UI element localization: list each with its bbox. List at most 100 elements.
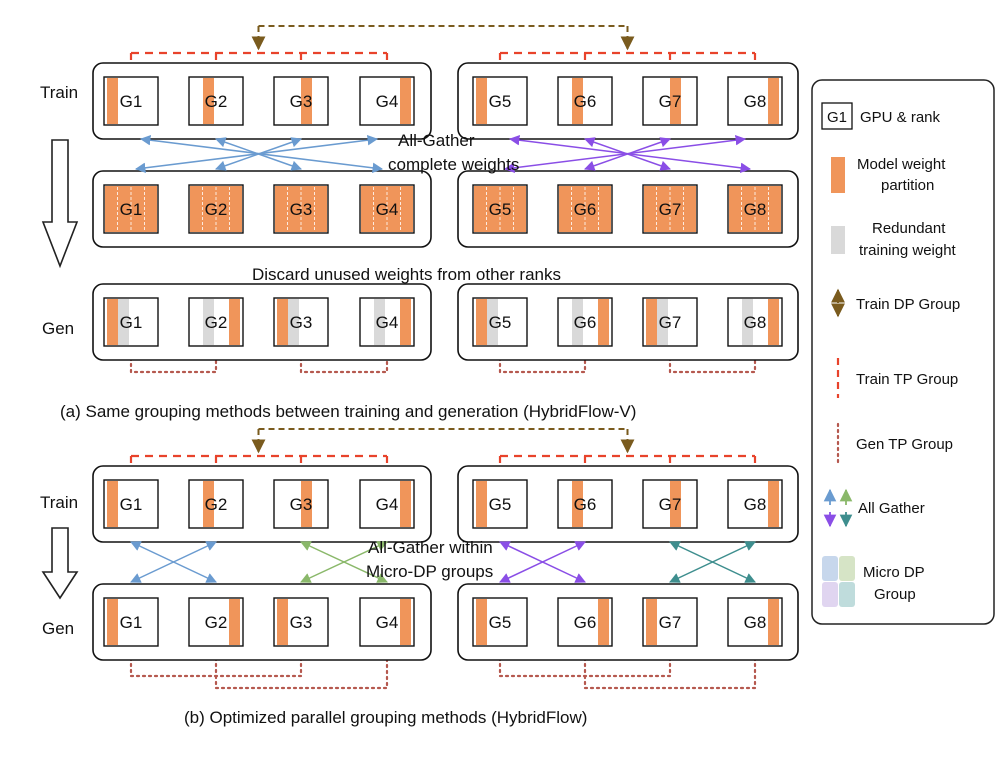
train-b-right-container xyxy=(457,465,799,543)
gpu-label-fullA-G7: G7 xyxy=(659,200,682,219)
gpu-box-fullA-G6: G6 xyxy=(557,184,613,234)
train-dp-group-b xyxy=(251,428,635,454)
legend-frame xyxy=(811,79,995,625)
gpu-label-genA-G1: G1 xyxy=(120,313,143,332)
gpu-label-trainB-G6: G6 xyxy=(574,495,597,514)
gpu-label-trainB-G2: G2 xyxy=(205,495,228,514)
discard-label: Discard unused weights from other ranks xyxy=(252,265,561,284)
gen-tp-group-b-4 xyxy=(583,656,757,690)
legend-micro-dp-swatches xyxy=(822,556,855,607)
gpu-label-fullA-G2: G2 xyxy=(205,200,228,219)
legend-model-weight-2: partition xyxy=(881,177,934,194)
gpu-label-trainA-G6: G6 xyxy=(574,92,597,111)
gpu-label-trainB-G7: G7 xyxy=(659,495,682,514)
row-label-gen-b: Gen xyxy=(42,619,74,638)
gpu-label-genB-G8: G8 xyxy=(744,613,767,632)
gpu-label-fullA-G8: G8 xyxy=(744,200,767,219)
legend-micro-dp-1: Micro DP xyxy=(863,564,925,581)
gpu-box-trainA-G4: G4 xyxy=(359,76,415,126)
gpu-box-genA-G5: G5 xyxy=(472,297,528,347)
down-arrow-a xyxy=(41,139,79,269)
allgather-label-b-1: All-Gather within xyxy=(368,538,493,557)
gen-tp-group-a-1 xyxy=(129,356,218,374)
allgather-b-arrow-4 xyxy=(300,541,388,583)
gpu-box-trainB-G3: G3 xyxy=(273,479,329,529)
allgather-b-arrow-6 xyxy=(499,541,586,583)
gpu-label-genB-G4: G4 xyxy=(376,613,399,632)
gpu-label-fullA-G6: G6 xyxy=(574,200,597,219)
gpu-box-fullA-G5: G5 xyxy=(472,184,528,234)
gpu-box-fullA-G1: G1 xyxy=(103,184,159,234)
gpu-label-genB-G1: G1 xyxy=(120,613,143,632)
legend-train-tp: Train TP Group xyxy=(856,371,958,388)
gpu-label-genB-G5: G5 xyxy=(489,613,512,632)
gpu-label-trainA-G3: G3 xyxy=(290,92,313,111)
gpu-label-trainA-G8: G8 xyxy=(744,92,767,111)
gpu-box-genB-G7: G7 xyxy=(642,597,698,647)
gpu-label-fullA-G5: G5 xyxy=(489,200,512,219)
gpu-box-trainA-G6: G6 xyxy=(557,76,613,126)
gpu-box-genA-G8: G8 xyxy=(727,297,783,347)
gpu-box-trainA-G3: G3 xyxy=(273,76,329,126)
gpu-label-fullA-G1: G1 xyxy=(120,200,143,219)
gpu-box-genB-G6: G6 xyxy=(557,597,613,647)
gpu-label-genB-G2: G2 xyxy=(205,613,228,632)
row-label-train-a: Train xyxy=(40,83,78,102)
allgather-label-a-1: All-Gather xyxy=(398,131,475,150)
gpu-label-trainA-G1: G1 xyxy=(120,92,143,111)
gpu-label-trainB-G3: G3 xyxy=(290,495,313,514)
gen-tp-group-a-4 xyxy=(668,356,757,374)
gpu-label-genA-G4: G4 xyxy=(376,313,399,332)
row-label-gen-a: Gen xyxy=(42,319,74,338)
allgather-label-b-2: Micro-DP groups xyxy=(366,562,493,581)
gpu-label-genB-G7: G7 xyxy=(659,613,682,632)
gpu-box-trainB-G7: G7 xyxy=(642,479,698,529)
gpu-label-trainB-G5: G5 xyxy=(489,495,512,514)
gen-tp-group-b-2 xyxy=(214,656,389,690)
allgather-a-arrow-8 xyxy=(584,137,671,171)
gpu-box-trainA-G7: G7 xyxy=(642,76,698,126)
gpu-label-genB-G3: G3 xyxy=(290,613,313,632)
gen-a-left-container xyxy=(92,283,432,361)
gpu-box-genB-G5: G5 xyxy=(472,597,528,647)
gpu-label-genA-G8: G8 xyxy=(744,313,767,332)
gpu-label-fullA-G3: G3 xyxy=(290,200,313,219)
gen-b-right-container xyxy=(457,583,799,661)
gpu-box-fullA-G4: G4 xyxy=(359,184,415,234)
gpu-box-trainB-G8: G8 xyxy=(727,479,783,529)
all-gather-arrows xyxy=(130,134,756,583)
legend-all-gather-icons xyxy=(823,488,853,528)
gpu-box-fullA-G7: G7 xyxy=(642,184,698,234)
gpu-box-genB-G1: G1 xyxy=(103,597,159,647)
gpu-label-genA-G2: G2 xyxy=(205,313,228,332)
row-label-train-b: Train xyxy=(40,493,78,512)
gpu-label-trainB-G8: G8 xyxy=(744,495,767,514)
gen-b-left-container xyxy=(92,583,432,661)
legend-micro-dp-2: Group xyxy=(874,586,916,603)
allgather-a-arrow-4 xyxy=(215,137,302,171)
gen-a-right-container xyxy=(457,283,799,361)
gen-tp-group-a-2 xyxy=(299,356,389,374)
legend-redundant-2: training weight xyxy=(859,242,957,259)
gpu-box-trainA-G8: G8 xyxy=(727,76,783,126)
caption-b: (b) Optimized parallel grouping methods … xyxy=(184,708,587,727)
gpu-box-trainB-G5: G5 xyxy=(472,479,528,529)
gpu-label-trainA-G2: G2 xyxy=(205,92,228,111)
gpu-box-genB-G4: G4 xyxy=(359,597,415,647)
legend-model-weight-1: Model weight xyxy=(857,156,946,173)
gpu-box-genB-G3: G3 xyxy=(273,597,329,647)
gpu-box-genA-G7: G7 xyxy=(642,297,698,347)
legend-gen-tp: Gen TP Group xyxy=(856,436,953,453)
gpu-box-genA-G6: G6 xyxy=(557,297,613,347)
train-dp-group-a xyxy=(251,25,635,51)
gpu-box-genA-G2: G2 xyxy=(188,297,244,347)
gpu-label-trainB-G4: G4 xyxy=(376,495,399,514)
down-arrow-b xyxy=(41,527,79,600)
gpu-label-trainB-G1: G1 xyxy=(120,495,143,514)
legend-gpu-sample: G1 xyxy=(827,109,847,126)
gpu-box-genA-G3: G3 xyxy=(273,297,329,347)
gpu-label-trainA-G7: G7 xyxy=(659,92,682,111)
gpu-label-genA-G6: G6 xyxy=(574,313,597,332)
